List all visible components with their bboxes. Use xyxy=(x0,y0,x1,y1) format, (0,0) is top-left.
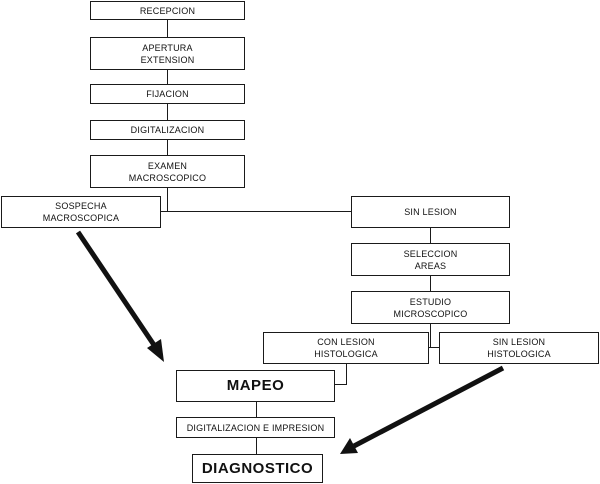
step-estudio-microscopico: ESTUDIO MICROSCOPICO xyxy=(351,291,510,324)
connector-line xyxy=(167,69,168,84)
step-examen-macroscopico: EXAMEN MACROSCOPICO xyxy=(90,155,245,188)
connector-line xyxy=(167,187,168,212)
connector-line xyxy=(160,211,351,212)
connector-line xyxy=(256,401,257,417)
connector-line xyxy=(346,363,347,385)
arrowhead-mapeo xyxy=(147,339,164,362)
step-digitalizacion: DIGITALIZACION xyxy=(90,120,245,140)
step-sin-lesion: SIN LESION xyxy=(351,196,510,228)
step-fijacion: FIJACION xyxy=(90,84,245,104)
connector-line xyxy=(167,19,168,37)
connector-line xyxy=(430,323,431,348)
arrow-to-diagnostico xyxy=(352,365,505,449)
step-digitalizacion-impresion: DIGITALIZACION E IMPRESION xyxy=(176,417,335,438)
step-recepcion: RECEPCION xyxy=(90,1,245,20)
step-con-lesion-histologica: CON LESION HISTOLOGICA xyxy=(263,332,429,364)
connector-line xyxy=(430,275,431,291)
connector-line xyxy=(428,347,440,348)
arrowhead-diagnostico xyxy=(340,438,358,454)
connector-line xyxy=(167,103,168,120)
step-seleccion-areas: SELECCION AREAS xyxy=(351,243,510,276)
step-sospecha-macroscopica: SOSPECHA MACROSCOPICA xyxy=(1,196,161,228)
step-diagnostico: DIAGNOSTICO xyxy=(192,454,323,483)
step-apertura-extension: APERTURA EXTENSION xyxy=(90,37,245,70)
connector-line xyxy=(334,384,347,385)
arrow-to-mapeo xyxy=(75,230,157,347)
connector-line xyxy=(256,437,257,454)
connector-line xyxy=(430,227,431,243)
step-mapeo: MAPEO xyxy=(176,370,335,402)
step-sin-lesion-histologica: SIN LESION HISTOLOGICA xyxy=(439,332,599,364)
connector-line xyxy=(167,139,168,155)
